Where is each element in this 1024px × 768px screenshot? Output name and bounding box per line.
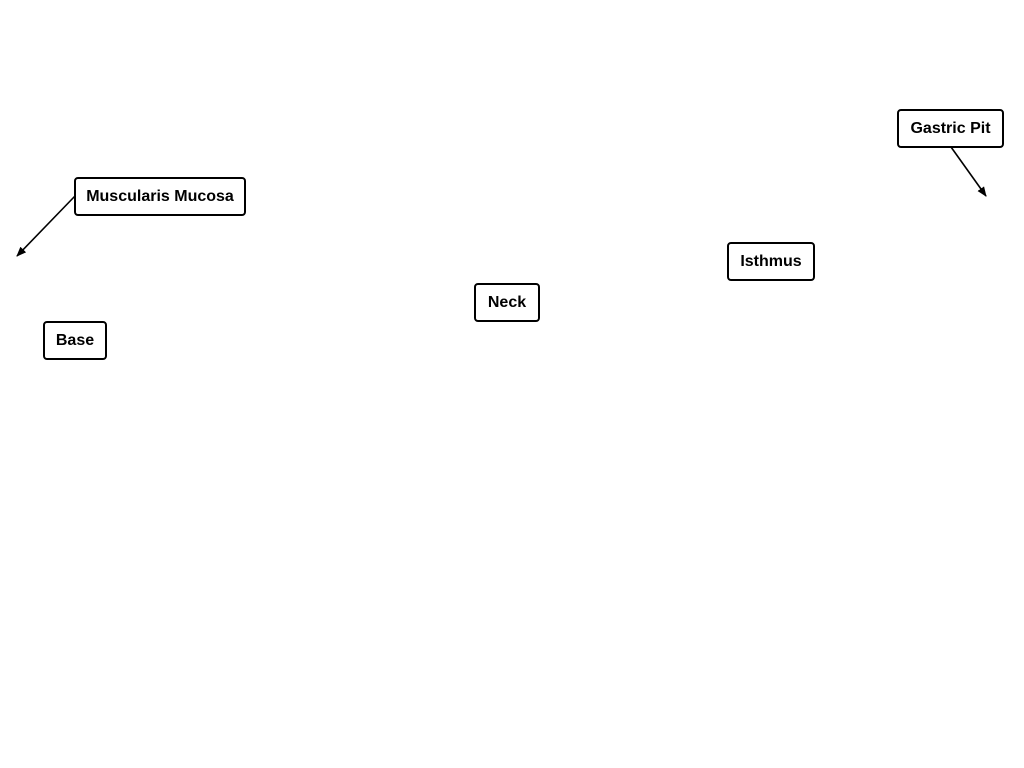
label-muscularis-mucosa: Muscularis Mucosa bbox=[74, 177, 246, 216]
label-base: Base bbox=[43, 321, 107, 360]
gastric-pit-arrow bbox=[950, 146, 987, 197]
label-gastric-pit: Gastric Pit bbox=[897, 109, 1004, 148]
label-isthmus: Isthmus bbox=[727, 242, 815, 281]
label-neck: Neck bbox=[474, 283, 540, 322]
muscularis-mucosa-arrow bbox=[16, 195, 76, 257]
